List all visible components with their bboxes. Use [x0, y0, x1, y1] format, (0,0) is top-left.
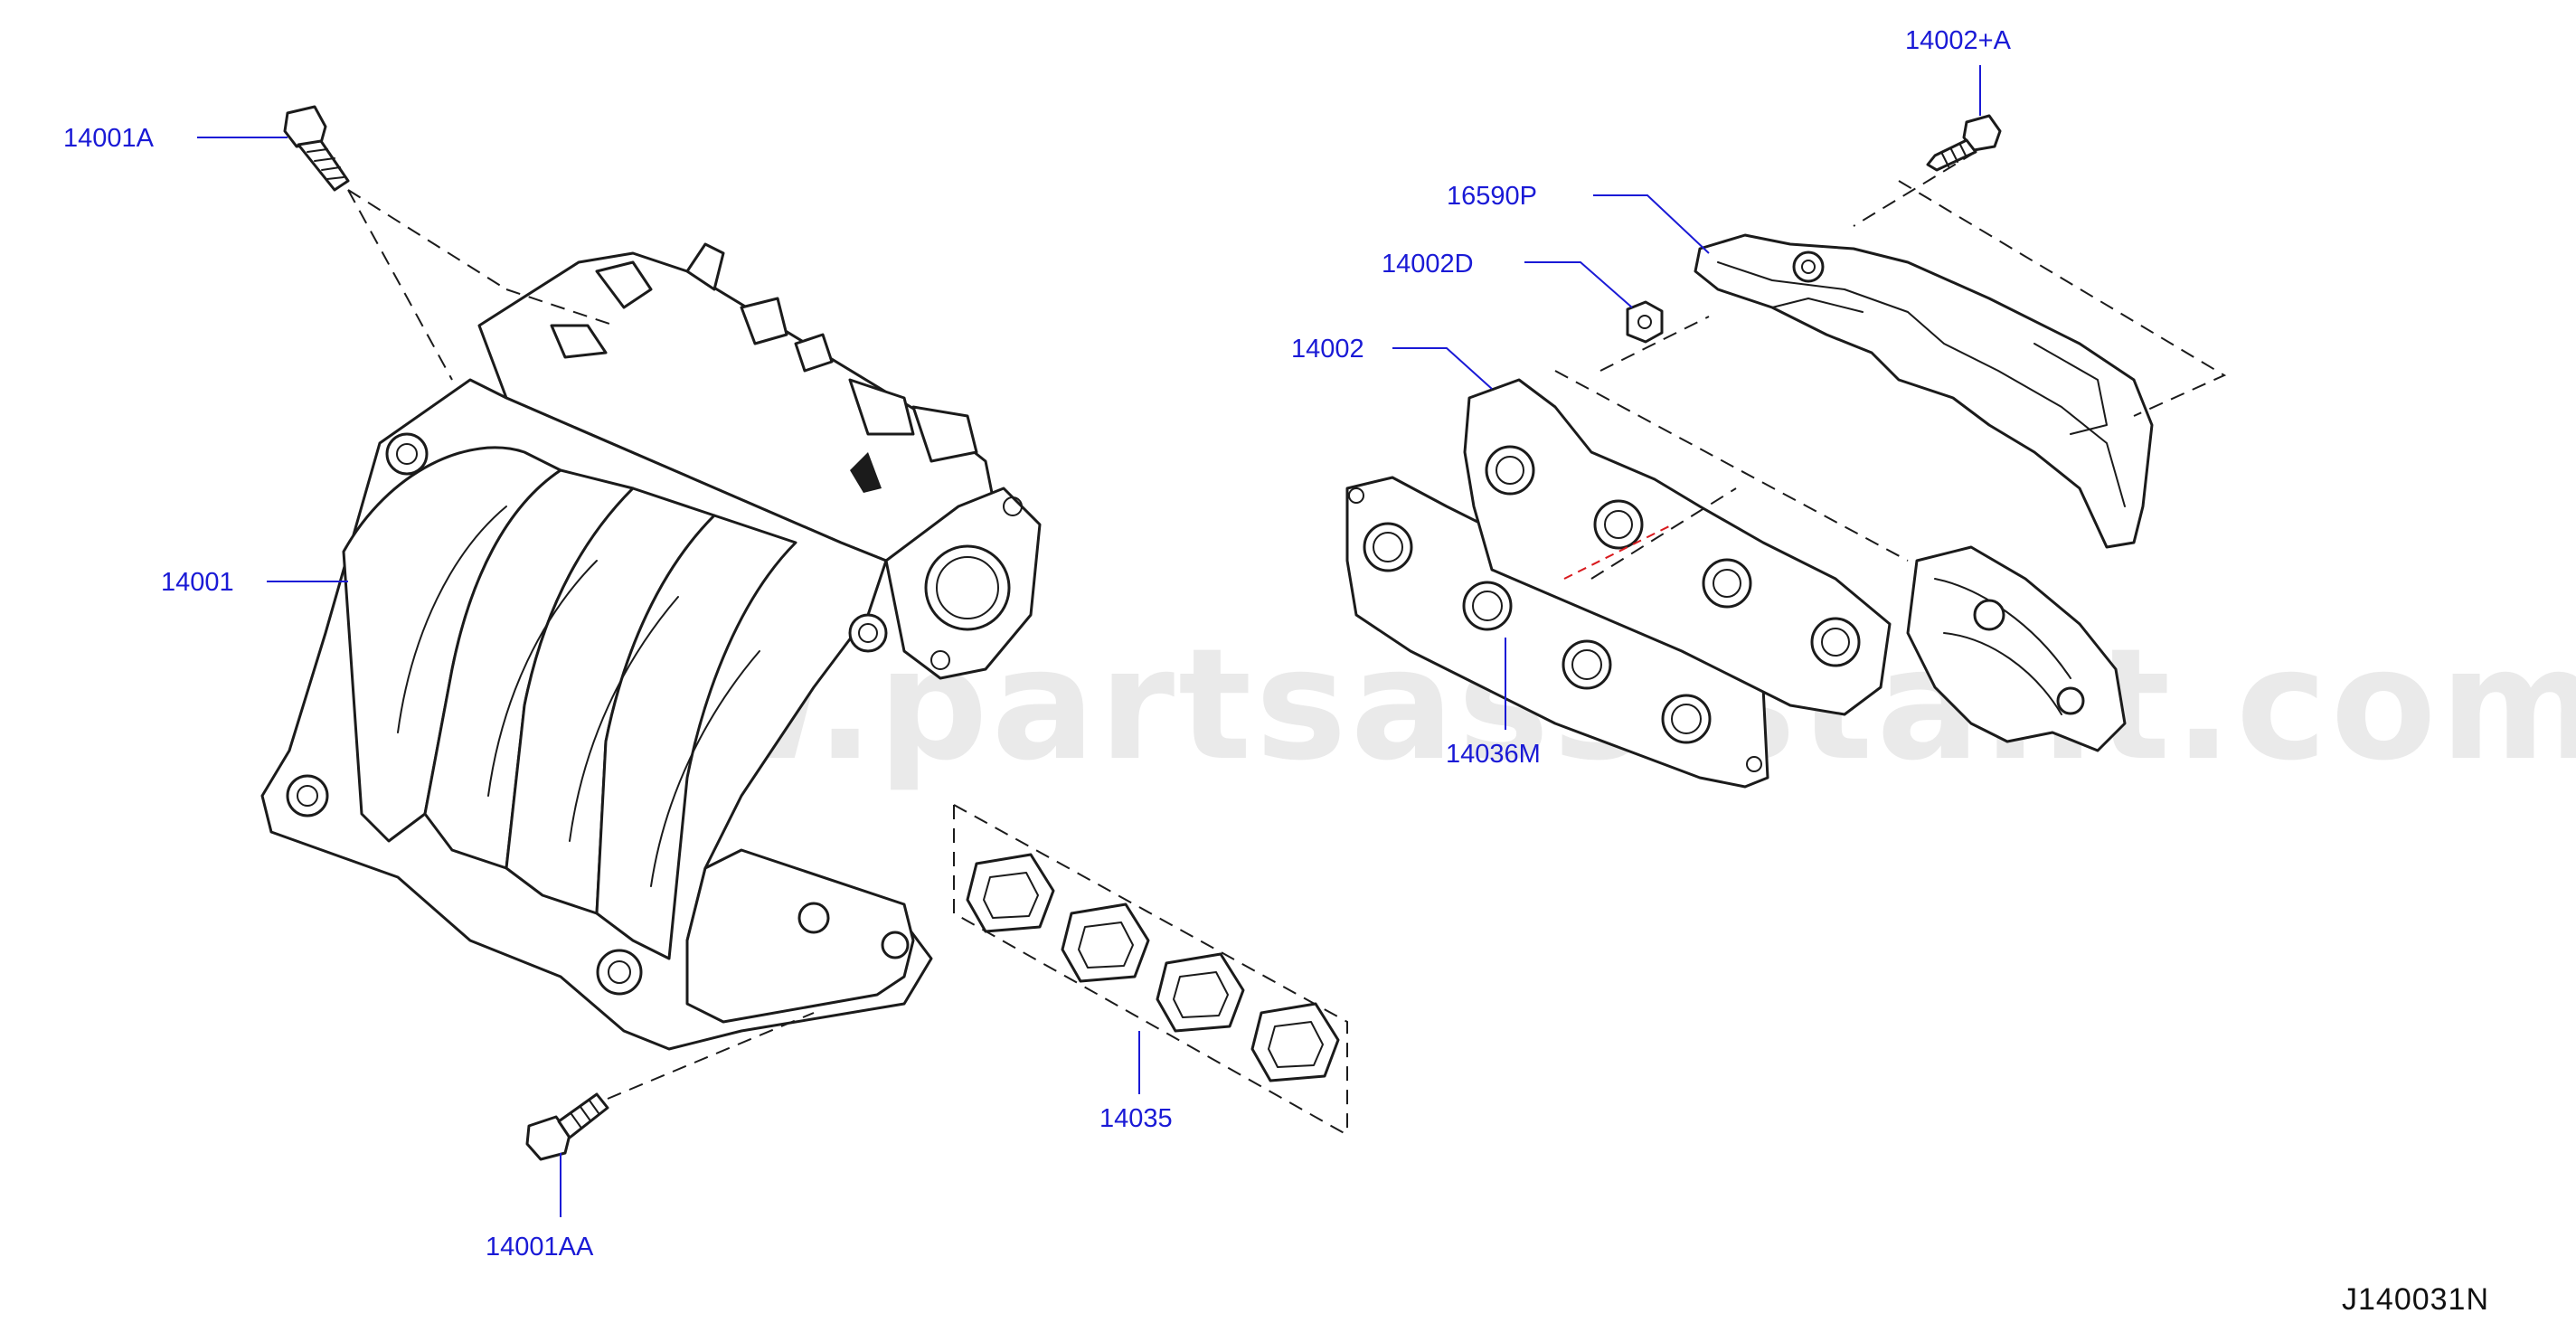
nut-14002d[interactable]	[1626, 300, 1664, 344]
dash-14001a-a	[347, 189, 507, 381]
callout-14002d[interactable]: 14002D	[1382, 250, 1474, 279]
dash-exhaust-b	[1590, 487, 1737, 580]
callout-14001a[interactable]: 14001A	[63, 124, 155, 153]
leader-14002	[1392, 347, 1493, 390]
throttle-body	[884, 487, 1042, 680]
exhaust-manifold-14002[interactable]	[1463, 378, 2127, 752]
callout-14001[interactable]: 14001	[161, 568, 234, 597]
leader-14002d	[1524, 261, 1633, 308]
intake-manifold[interactable]	[260, 242, 1042, 1051]
callout-14035[interactable]: 14035	[1099, 1104, 1173, 1133]
gasket-3	[1156, 952, 1245, 1033]
callout-14002a[interactable]: 14002+A	[1905, 26, 2012, 55]
dash-exhaust-a	[1554, 370, 1909, 562]
dash-14001aa	[607, 1012, 815, 1100]
bolt-14001a[interactable]	[283, 105, 350, 192]
gasket-set-14035[interactable]	[953, 804, 1348, 1136]
dash-shield-a	[1898, 180, 2227, 417]
bolt-14001aa[interactable]	[525, 1092, 609, 1161]
gasket-4	[1250, 1002, 1340, 1082]
callout-16590p[interactable]: 16590P	[1447, 182, 1537, 211]
gasket-2	[1061, 903, 1150, 983]
heat-shield-16590p[interactable]	[1694, 233, 2154, 549]
diagram-code: J140031N	[2342, 1282, 2489, 1317]
callout-14002[interactable]: 14002	[1291, 335, 1364, 364]
leader-16590p	[1593, 194, 1710, 254]
callout-14036m[interactable]: 14036M	[1446, 740, 1541, 769]
bolt-14002a[interactable]	[1926, 114, 2002, 172]
dash-14001a-b	[505, 288, 616, 326]
dash-14002a	[1853, 151, 1977, 227]
callout-14001aa[interactable]: 14001AA	[486, 1233, 594, 1262]
gasket-1	[966, 853, 1055, 933]
hidden-line	[1563, 524, 1674, 580]
dash-shield-b	[1599, 316, 1710, 372]
